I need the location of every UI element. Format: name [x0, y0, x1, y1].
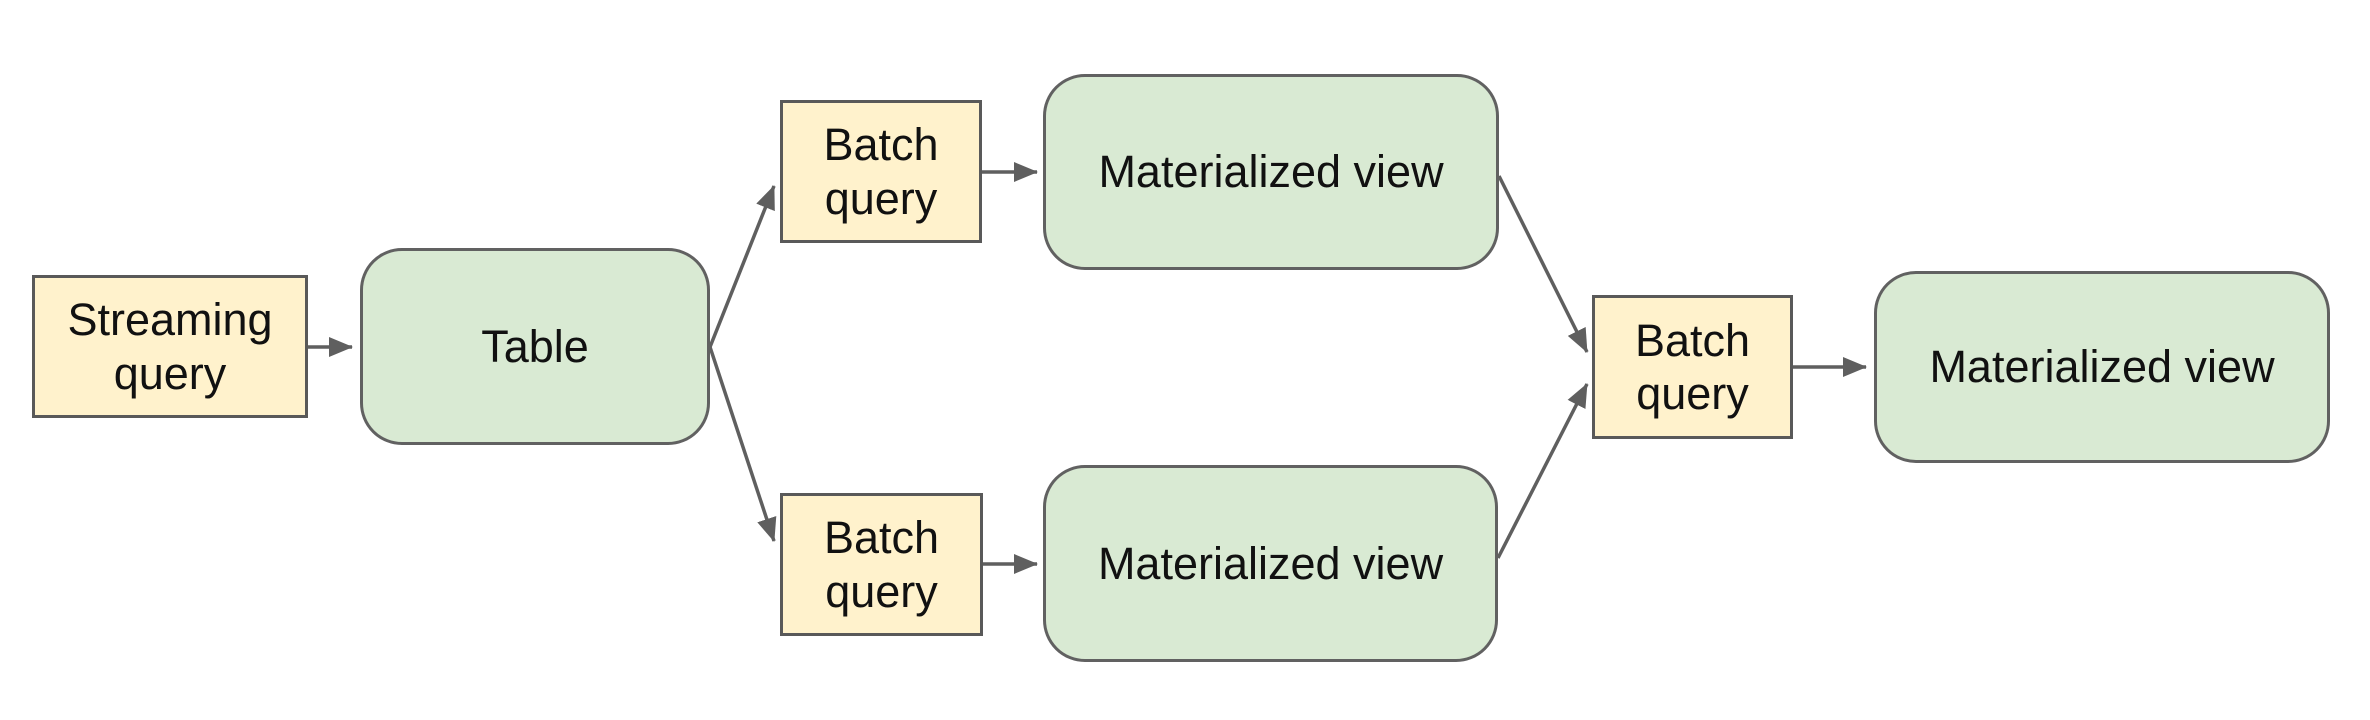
node-materialized-view-top: Materialized view: [1043, 74, 1499, 270]
arrow-materialized-view-bottom-to-batch-query-merge: [1496, 383, 1589, 559]
arrow-materialized-view-top-to-batch-query-merge: [1497, 175, 1589, 353]
node-table: Table: [360, 248, 710, 445]
node-batch-query-merge: Batch query: [1592, 295, 1793, 439]
node-batch-query-bottom: Batch query: [780, 493, 983, 636]
arrow-table-to-batch-query-bottom: [708, 346, 777, 542]
node-materialized-view-bottom: Materialized view: [1043, 465, 1498, 662]
arrow-table-to-batch-query-top: [708, 185, 776, 348]
node-streaming-query: Streaming query: [32, 275, 308, 418]
node-batch-query-top: Batch query: [780, 100, 982, 243]
node-materialized-view-final: Materialized view: [1874, 271, 2330, 463]
